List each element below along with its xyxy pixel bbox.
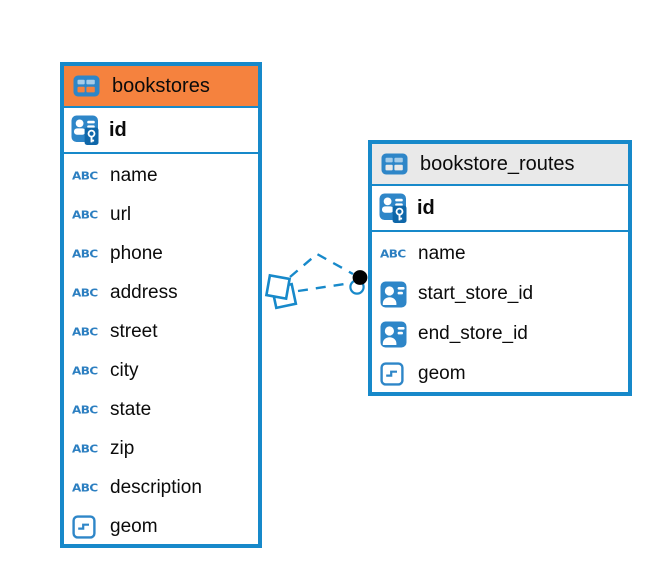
primary-key-row[interactable]: id [64,108,258,154]
relationship-connector[interactable] [264,252,368,310]
relationship-line [297,281,352,293]
column-row[interactable]: ABC url [64,195,258,234]
column-row[interactable]: ABC phone [64,234,258,273]
many-end-marker[interactable] [264,273,298,310]
primary-key-icon [379,193,408,224]
entity-header[interactable]: bookstores [64,66,258,108]
entity-bookstores[interactable]: bookstores id ABC [60,62,262,548]
table-icon [381,153,410,175]
primary-key-row[interactable]: id [372,186,628,232]
column-row[interactable]: ABC name [372,234,628,274]
text-type-icon: ABC [72,403,98,416]
column-row[interactable]: ABC state [64,390,258,429]
column-row[interactable]: ABC address [64,273,258,312]
column-name: zip [110,437,135,459]
column-name: city [110,359,139,381]
column-name: end_store_id [418,323,528,344]
column-row[interactable]: ABC description [64,468,258,507]
column-row[interactable]: geom [64,507,258,546]
one-end-marker[interactable] [349,270,368,295]
text-type-icon: ABC [72,442,98,455]
column-row[interactable]: ABC city [64,351,258,390]
text-type-icon: ABC [72,169,98,182]
foreign-key-type-icon [380,281,409,308]
relationship-line [289,252,354,278]
column-name: phone [110,242,163,264]
primary-key-name: id [417,196,435,219]
column-name: start_store_id [418,283,534,304]
column-row[interactable]: start_store_id [372,274,628,314]
text-type-icon: ABC [72,286,98,299]
column-name: geom [110,515,158,537]
entity-bookstore-routes[interactable]: bookstore_routes id ABC [368,140,632,396]
column-row[interactable]: geom [372,354,628,394]
column-name: name [110,164,158,186]
primary-key-icon [71,115,100,146]
primary-key-name: id [109,118,127,141]
column-name: url [110,203,132,225]
text-type-icon: ABC [380,247,406,261]
column-name: description [110,476,202,498]
column-row[interactable]: end_store_id [372,314,628,354]
column-row[interactable]: ABC name [64,156,258,195]
column-name: state [110,398,152,420]
column-name: name [418,243,466,264]
entity-header[interactable]: bookstore_routes [372,144,628,186]
column-name: street [110,320,158,342]
text-type-icon: ABC [72,364,98,377]
text-type-icon: ABC [72,247,98,260]
column-list: ABC name ABC url ABC phone ABC address A… [64,154,258,546]
column-row[interactable]: ABC street [64,312,258,351]
column-name: geom [418,363,466,384]
text-type-icon: ABC [72,208,98,221]
table-title: bookstores [112,74,210,97]
column-row[interactable]: ABC zip [64,429,258,468]
geometry-type-icon [380,362,409,386]
column-name: address [110,281,178,303]
foreign-key-type-icon [380,321,409,348]
table-icon [73,75,102,97]
table-title: bookstore_routes [420,152,575,175]
text-type-icon: ABC [72,325,98,338]
text-type-icon: ABC [72,481,98,494]
column-list: ABC name start_store_id [372,232,628,394]
geometry-type-icon [72,514,101,539]
